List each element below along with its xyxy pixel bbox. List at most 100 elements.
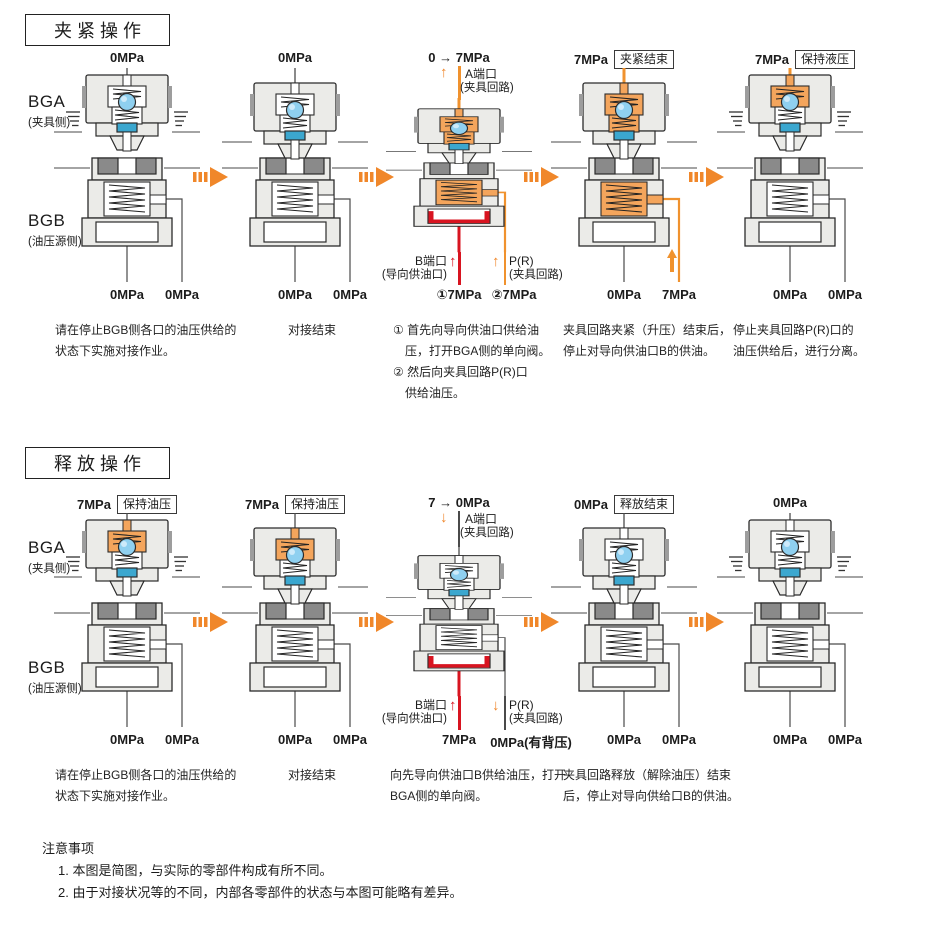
pressure-label-bottom-right: 0MPa	[333, 732, 367, 747]
pressure-label-bottom-right: ②7MPa	[491, 287, 537, 302]
flow-arrow-icon	[523, 612, 559, 632]
b-port-line	[457, 696, 461, 730]
coupler-release-release-done	[549, 513, 699, 728]
pressure-label-bottom-right: 0MPa	[333, 287, 367, 302]
coupler-svg	[222, 513, 368, 727]
flow-arrow-clamp-4	[689, 166, 725, 188]
pressure-label-bottom-right: 0MPa	[828, 287, 862, 302]
p-port-arrow-icon: ↑	[492, 253, 500, 270]
caption-line: ① 首先向导向供油口供给油	[393, 323, 540, 337]
pressure-label-bottom-right: 7MPa	[662, 287, 696, 302]
pressure-label-top: 0MPa	[27, 50, 227, 65]
a-port-sub-label: (夹具回路)	[460, 82, 514, 94]
b-port-label: B端口 (导向供油口)	[317, 698, 447, 726]
section-title-clamp: 夹紧操作	[25, 14, 170, 46]
label-bga-clamp: BGA	[28, 92, 66, 111]
b-port-line	[457, 252, 461, 285]
pressure-value: 7MPa	[755, 52, 789, 67]
flow-direction-arrow-icon: ↑	[440, 64, 448, 81]
section-title-release: 释放操作	[25, 447, 170, 479]
pressure-label-bottom-left: 0MPa	[607, 287, 641, 302]
p-port-name: P(R)	[509, 698, 534, 712]
a-port-line	[458, 511, 460, 547]
coupler-svg	[717, 68, 863, 282]
pressure-value: 0MPa	[110, 50, 144, 65]
coupler-release-docked	[220, 513, 370, 728]
caption-line: BGA侧的单向阀。	[390, 789, 488, 803]
label-bgb-release: BGB	[28, 658, 66, 677]
coupler-svg	[386, 98, 532, 253]
pressure-label-bottom-left: 0MPa	[607, 732, 641, 747]
p-port-name: P(R)	[509, 254, 534, 268]
label-bgb-sub-release: (油压源侧)	[28, 683, 82, 695]
pressure-label-top: 0MPa	[195, 50, 395, 65]
pressure-label-top: 7MPa 夹紧结束	[524, 50, 724, 69]
b-port-sub: (导向供油口)	[381, 713, 447, 725]
b-port-sub: (导向供油口)	[381, 269, 447, 281]
notes-title: 注意事项	[42, 841, 95, 856]
caption-line: 夹具回路释放（解除油压）结束	[563, 768, 732, 782]
pressure-label-bottom-right: 0MPa	[828, 732, 862, 747]
coupler-svg	[54, 68, 200, 282]
label-bga-release: BGA	[28, 538, 66, 557]
pressure-value: 0MPa	[574, 497, 608, 512]
coupler-svg	[551, 68, 697, 282]
coupler-svg	[54, 513, 200, 727]
caption-line: 压，打开BGA侧的单向阀。	[393, 344, 551, 358]
flow-arrow-icon	[193, 612, 228, 632]
pressure-value: 7MPa	[77, 497, 111, 512]
caption-line: 状态下实施对接作业。	[55, 789, 176, 803]
pressure-label-top: 7 → 0MPa	[428, 495, 490, 510]
a-port-label: A端口	[465, 67, 498, 81]
caption-line: 请在停止BGB侧各口的油压供给的	[55, 323, 237, 337]
b-port-arrow-icon: ↑	[449, 253, 457, 270]
flow-arrow-release-1	[193, 611, 229, 633]
status-badge: 释放结束	[613, 495, 674, 514]
coupler-release-separated	[715, 513, 865, 728]
p-port-line	[504, 696, 506, 730]
pressure-value: 0MPa	[773, 495, 807, 510]
coupler-clamp-docking-start	[52, 68, 202, 283]
coupler-clamp-clamp-done	[549, 68, 699, 283]
caption-clamp-1: 请在停止BGB侧各口的油压供给的状态下实施对接作业。	[55, 320, 236, 362]
p-port-sub: (夹具回路)	[509, 269, 563, 281]
pressure-label-top: 0 → 7MPa	[428, 50, 490, 65]
status-badge: 保持液压	[794, 50, 855, 69]
coupler-clamp-hold-pressure	[715, 68, 865, 283]
flow-arrow-icon	[689, 612, 724, 632]
pressure-label-bottom-left: 0MPa	[110, 287, 144, 302]
caption-line: ② 然后向夹具回路P(R)口	[393, 365, 528, 379]
coupler-svg	[386, 545, 532, 697]
pressure-label-bottom-left: 0MPa	[278, 287, 312, 302]
status-badge: 夹紧结束	[613, 50, 674, 69]
pressure-label-bottom-left: 0MPa	[110, 732, 144, 747]
pressure-label-bottom-right: 0MPa	[165, 287, 199, 302]
caption-release-1: 请在停止BGB侧各口的油压供给的状态下实施对接作业。	[55, 765, 236, 807]
flow-arrow-release-4	[689, 611, 725, 633]
caption-release-4: 夹具回路释放（解除油压）结束后，停止对导向供给口B的供油。	[563, 765, 739, 807]
p-port-label: P(R) (夹具回路)	[509, 698, 563, 726]
a-port-sub-label: (夹具回路)	[460, 527, 514, 539]
flow-arrow-icon	[193, 167, 228, 187]
flow-arrow-release-3	[523, 611, 560, 633]
caption-line: 对接结束	[288, 323, 337, 337]
p-port-arrow-icon: ↓	[492, 697, 500, 714]
flow-arrow-icon	[359, 167, 394, 187]
caption-clamp-4: 夹具回路夹紧（升压）结束后，停止对导向供油口B的供油。	[563, 320, 731, 362]
flow-arrow-icon	[689, 167, 724, 187]
caption-line: 油压供给后，进行分离。	[733, 344, 866, 358]
label-bga-sub-clamp: (夹具侧)	[28, 117, 71, 129]
label-bga-sub-release: (夹具侧)	[28, 563, 71, 575]
caption-line: 状态下实施对接作业。	[55, 344, 176, 358]
coupler-svg	[222, 68, 368, 282]
coupler-clamp-docked	[220, 68, 370, 283]
a-port-label: A端口	[465, 512, 498, 526]
pressure-value: 7MPa	[574, 52, 608, 67]
b-port-name: B端口	[414, 254, 447, 268]
caption-line: 请在停止BGB侧各口的油压供给的	[55, 768, 237, 782]
notes-item-1: 1. 本图是简图，与实际的零部件构成有所不同。	[58, 863, 333, 878]
